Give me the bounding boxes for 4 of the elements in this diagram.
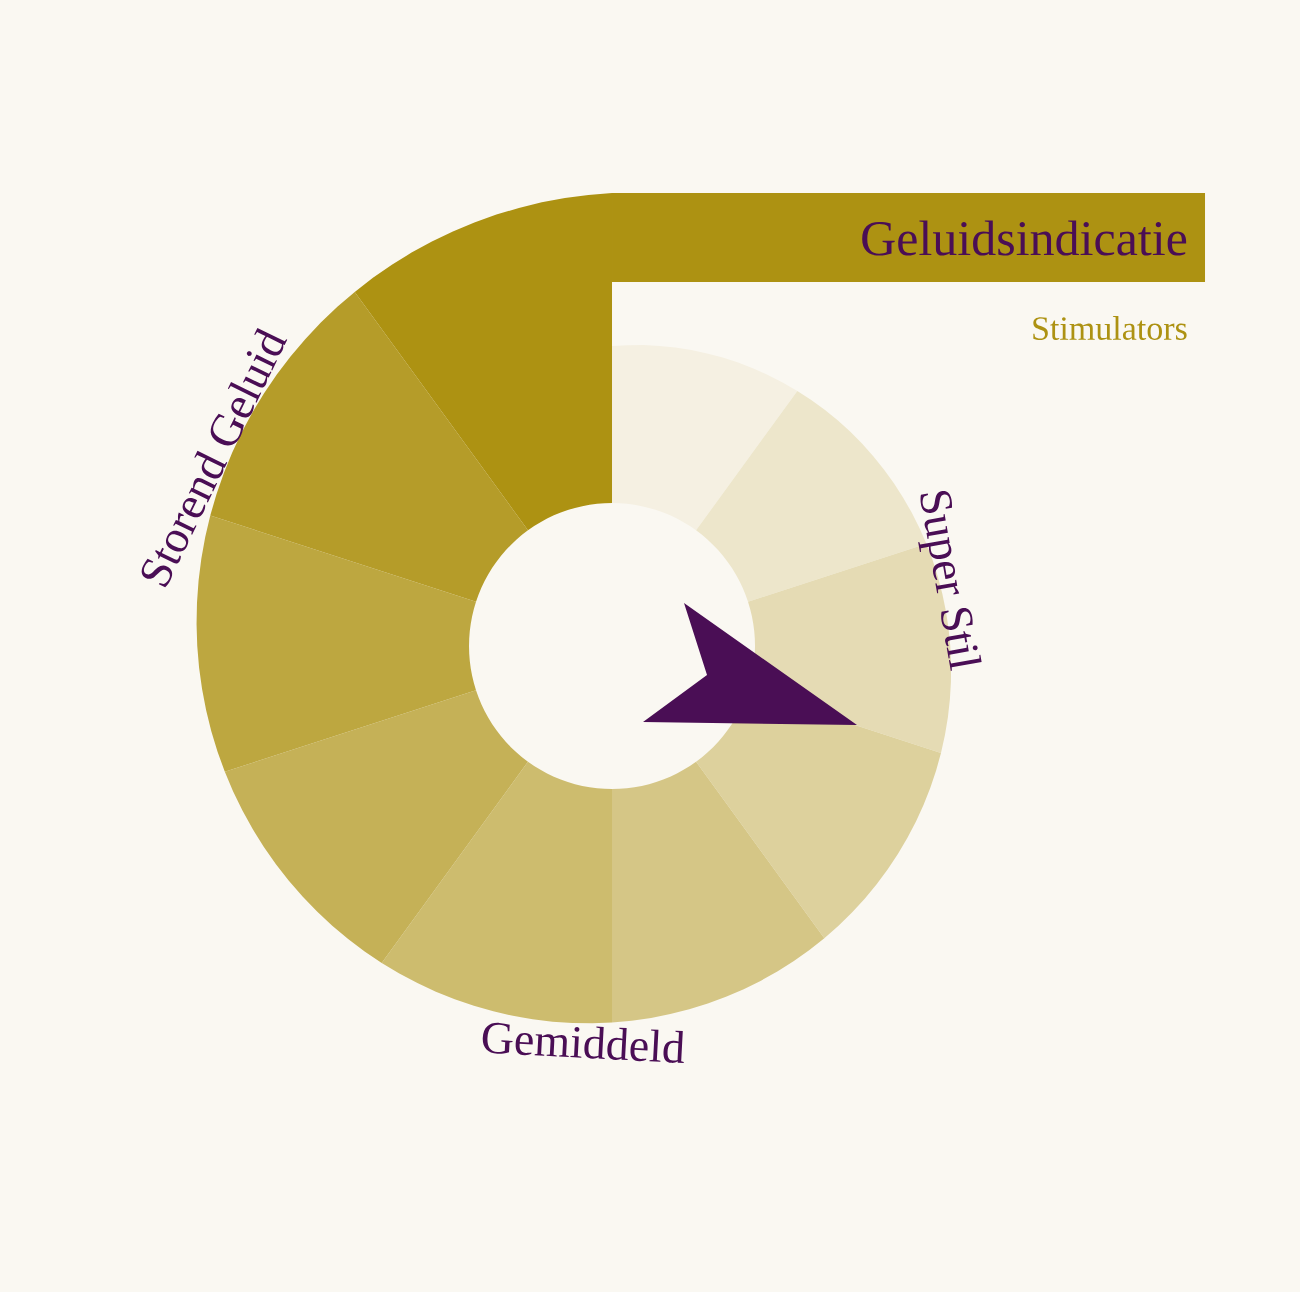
title-band: Geluidsindicatie	[612, 193, 1205, 282]
subtitle-label: Stimulators	[1033, 316, 1187, 340]
gauge-label: Super Stil	[918, 490, 982, 671]
gauge-label: Gemiddeld	[482, 1022, 684, 1064]
